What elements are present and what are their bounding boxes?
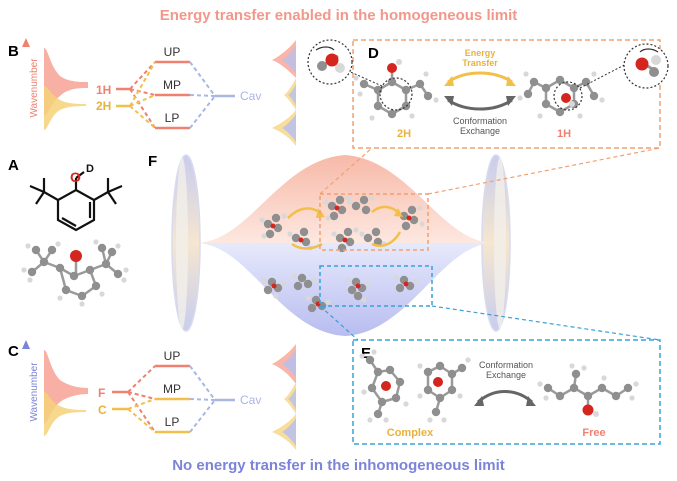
peak-2h-b [44,86,86,130]
mp-label-c: MP [163,382,181,396]
molecule-1h [517,71,605,119]
molecule-2h [353,59,439,121]
peak-label-2h: 2H [96,99,111,113]
peak-c-c [44,392,86,436]
cav-label-c: Cav [240,393,261,407]
connectors-c [127,365,216,433]
deuterium-label: D [86,163,94,175]
conformation-exchange-arrow-d [444,96,516,111]
panel-d-frame [352,39,661,149]
free-molecule [537,363,639,417]
peak-label-1h: 1H [96,83,111,97]
wavenumber-label-c: Wavenumber [29,362,40,422]
top-title-text: Energy transfer enabled in the homogeneo… [159,7,518,24]
zoom-line-d-right [427,147,661,195]
axis-arrow-c [22,340,30,349]
zoom-line-e-left [319,305,359,341]
panel-b: B Wavenumber 1H 2H UP MP LP [8,38,296,146]
zoom-line-d-left [319,147,373,195]
lp-label-b: LP [165,111,180,125]
energy-transfer-label-line2: Transfer [462,58,498,68]
oh-inset-left [307,39,353,85]
peak-label-c: C [98,403,107,417]
conformation-exchange-label-e-line1: Conformation [479,360,533,370]
label-2h-d: 2H [397,128,411,140]
conformation-exchange-label-e-line2: Exchange [486,370,526,380]
lp-label-c: LP [165,415,180,429]
panel-a-letter: A [8,157,19,174]
zoom-line-e-right [431,305,661,341]
panel-e-letter: E [361,345,371,362]
label-1h-d: 1H [557,128,571,140]
oh-inset-right [623,43,669,89]
label-free: Free [582,427,605,439]
selection-box-inhomogeneous [319,265,433,307]
energy-transfer-label-line1: Energy [465,48,496,58]
panel-d: D [307,39,669,149]
panel-b-letter: B [8,43,19,60]
peak-label-f: F [98,386,105,400]
panel-d-letter: D [368,45,379,62]
ball-and-stick-model [21,239,129,307]
panel-e: E [352,339,661,445]
zoom-circle-2h [379,77,413,111]
label-complex: Complex [387,427,434,439]
top-title: Energy transfer enabled in the homogeneo… [0,7,677,24]
oxygen-label: O [70,169,81,185]
connectors-b [129,61,216,129]
complex-molecule-2 [417,357,471,423]
energy-transfer-arrow-d [444,71,516,86]
spectrum-right-b [272,40,296,146]
cav-label-b: Cav [240,89,261,103]
up-label-c: UP [164,349,181,363]
panel-a: A O D [8,157,129,307]
panel-e-frame [352,339,661,445]
panel-f: F [148,147,661,341]
conformation-exchange-label-d-line2: Exchange [460,126,500,136]
conformation-exchange-label-d-line1: Conformation [453,116,507,126]
bottom-title-text: No energy transfer in the inhomogeneous … [172,457,505,474]
up-label-b: UP [164,45,181,59]
bottom-title: No energy transfer in the inhomogeneous … [0,457,677,474]
panel-c-letter: C [8,343,19,360]
conformation-exchange-arrow-e [474,390,536,406]
wavenumber-label-b: Wavenumber [29,58,40,118]
skeletal-structure [29,171,123,232]
spectrum-right-c [272,344,296,450]
cavity-mode-lower [198,243,492,336]
mp-label-b: MP [163,78,181,92]
complex-molecule-1 [359,349,409,423]
axis-arrow-b [22,38,30,47]
zoom-circle-1h [553,81,583,111]
selection-box-homogeneous [319,193,429,251]
cavity-mode-upper [198,155,492,243]
panel-c: C Wavenumber F C UP MP LP Cav [8,340,296,450]
panel-f-letter: F [148,153,157,170]
